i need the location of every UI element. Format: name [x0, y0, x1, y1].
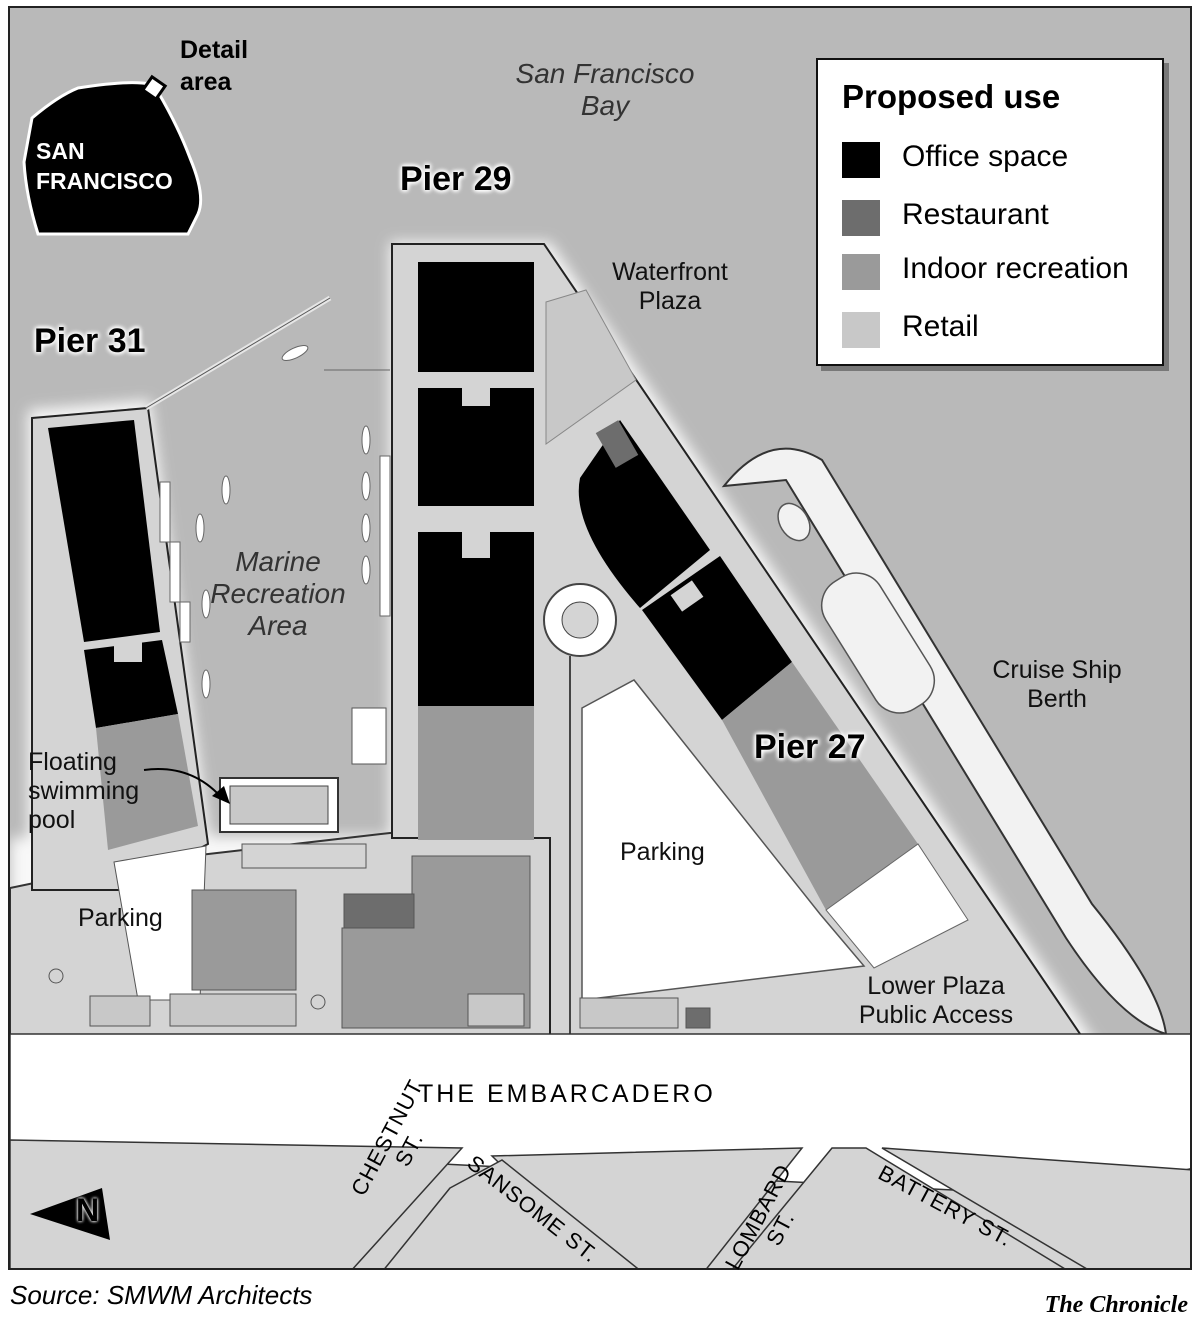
- pier-29-office-1[interactable]: [418, 262, 534, 372]
- cruise-line-1: Cruise Ship: [992, 656, 1122, 684]
- pier-31-court: [114, 642, 142, 662]
- inset-map: [22, 74, 203, 236]
- pier-27-open: [825, 843, 969, 969]
- legend-item-restaurant: Restaurant: [842, 198, 1162, 238]
- publisher-credit: The Chronicle: [1044, 1292, 1188, 1318]
- city-blocks: [10, 1139, 1190, 1268]
- pier-31-walkway-edge: [145, 297, 331, 409]
- marina-floats: [159, 345, 391, 699]
- parking-lot-center: [581, 679, 866, 1001]
- legend-label-office: Office space: [902, 140, 1069, 173]
- legend-swatch-indoor-recreation: [842, 254, 880, 290]
- pier-29-label: Pier 29: [400, 160, 512, 198]
- floating-pool[interactable]: [229, 785, 329, 825]
- inset-detail-marker: [140, 74, 168, 102]
- marine-line-2: Recreation: [210, 578, 346, 610]
- pier-31-label: Pier 31: [34, 322, 146, 360]
- pier-31-office-north[interactable]: [48, 420, 160, 642]
- embarcadero-label: THE EMBARCADERO: [418, 1080, 716, 1108]
- lower-plaza-line-1: Lower Plaza: [867, 972, 1005, 1000]
- pier-27-court: [670, 580, 704, 612]
- legend-label-indoor-recreation: Indoor recreation: [902, 252, 1129, 285]
- bay-label-1: San Francisco: [515, 58, 695, 89]
- marine-recreation-label: Marine Recreation Area: [198, 546, 358, 643]
- waterfront-line-1: Waterfront: [612, 258, 728, 286]
- site-map: [10, 8, 1190, 1268]
- floating-pool-label: Floating swimming pool: [28, 748, 139, 834]
- pier-27-recreation[interactable]: [722, 662, 918, 910]
- bay-label: San Francisco Bay: [500, 58, 710, 122]
- inset-city-shape: [22, 81, 203, 236]
- legend-label-retail: Retail: [902, 310, 979, 343]
- waterfront-plaza: [545, 289, 637, 445]
- pool-line-3: pool: [28, 805, 76, 834]
- legend: Proposed use Office space Restaurant Ind…: [816, 58, 1164, 366]
- pier-31-office-south[interactable]: [84, 640, 178, 728]
- cruise-ship: [721, 447, 1168, 1036]
- lower-plaza-label: Lower Plaza Public Access: [846, 972, 1026, 1030]
- pier-29-recreation[interactable]: [418, 706, 534, 840]
- legend-swatch-office: [842, 142, 880, 178]
- pier-29-court-3: [462, 532, 490, 558]
- detail-line-2: area: [180, 68, 232, 96]
- roundabout-center: [561, 601, 599, 639]
- pool-line-1: Floating: [28, 748, 117, 776]
- ship-deck: [820, 572, 936, 714]
- map-frame: [8, 6, 1192, 1270]
- marine-line-1: Marine: [235, 546, 321, 577]
- cruise-berth-label: Cruise Ship Berth: [982, 656, 1132, 714]
- legend-label-restaurant: Restaurant: [902, 198, 1049, 231]
- waterfront-line-2: Plaza: [638, 286, 702, 315]
- pier-29-court-2: [462, 388, 490, 406]
- shore-buildings: [48, 843, 1160, 1096]
- north-label: N: [76, 1192, 100, 1228]
- pool-pointer-arrow: [143, 768, 230, 804]
- pier-27-office-north[interactable]: [578, 420, 710, 608]
- ship-funnel: [777, 502, 811, 542]
- pier-29-office-3[interactable]: [418, 532, 534, 706]
- legend-item-indoor-recreation: Indoor recreation: [842, 252, 1162, 292]
- pier-31-recreation[interactable]: [96, 714, 198, 850]
- parking-center-label: Parking: [620, 838, 705, 866]
- source-note: Source: SMWM Architects: [10, 1280, 313, 1310]
- detail-line-1: Detail: [180, 36, 249, 64]
- legend-swatch-retail: [842, 312, 880, 348]
- legend-item-retail: Retail: [842, 310, 1162, 350]
- inset-city-label: SAN: [36, 138, 85, 164]
- cruise-line-2: Berth: [1027, 684, 1087, 713]
- marine-line-3: Area: [248, 610, 308, 642]
- parking-left-label: Parking: [78, 904, 163, 932]
- legend-swatch-restaurant: [842, 200, 880, 236]
- pier-27-restaurant[interactable]: [595, 420, 639, 468]
- pool-line-2: swimming: [28, 776, 140, 805]
- pier-29-office-2[interactable]: [418, 388, 534, 506]
- waterfront-plaza-label: Waterfront Plaza: [600, 258, 740, 316]
- pier-27-label: Pier 27: [754, 728, 866, 766]
- inset-city-label-2: FRANCISCO: [36, 168, 173, 194]
- bay-label-2: Bay: [580, 90, 630, 122]
- legend-title: Proposed use: [842, 78, 1061, 115]
- inset-detail-label: Detail area: [180, 34, 248, 98]
- pool-feature: [351, 707, 387, 765]
- lower-plaza-line-2: Public Access: [858, 1000, 1014, 1029]
- legend-item-office: Office space: [842, 140, 1162, 180]
- north-arrow: [30, 1188, 110, 1240]
